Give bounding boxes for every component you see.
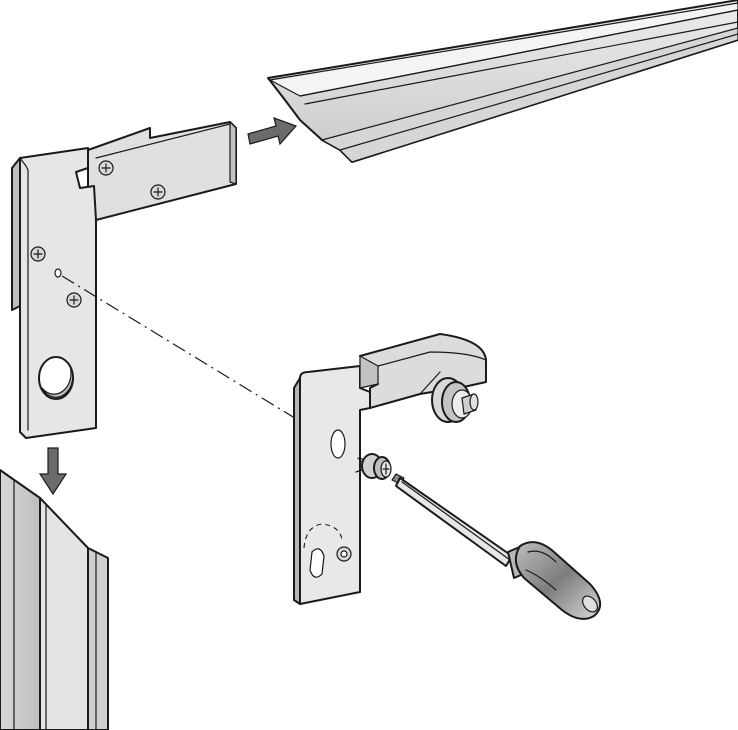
alignment-line xyxy=(61,275,381,471)
screw-icon xyxy=(98,160,114,176)
screw-icon xyxy=(30,246,46,262)
screw-icon xyxy=(355,453,392,480)
bracket-roller xyxy=(431,377,479,423)
arrow-down-icon xyxy=(38,447,68,496)
screwdriver-icon xyxy=(391,473,601,620)
vertical-post-profile xyxy=(0,469,109,730)
top-rail-profile xyxy=(267,0,738,163)
screw-icon xyxy=(66,292,82,308)
screw-icon xyxy=(150,184,166,200)
corner-connector-left xyxy=(11,121,237,439)
wall-bracket xyxy=(293,333,487,605)
arrow-right-icon xyxy=(247,117,298,146)
